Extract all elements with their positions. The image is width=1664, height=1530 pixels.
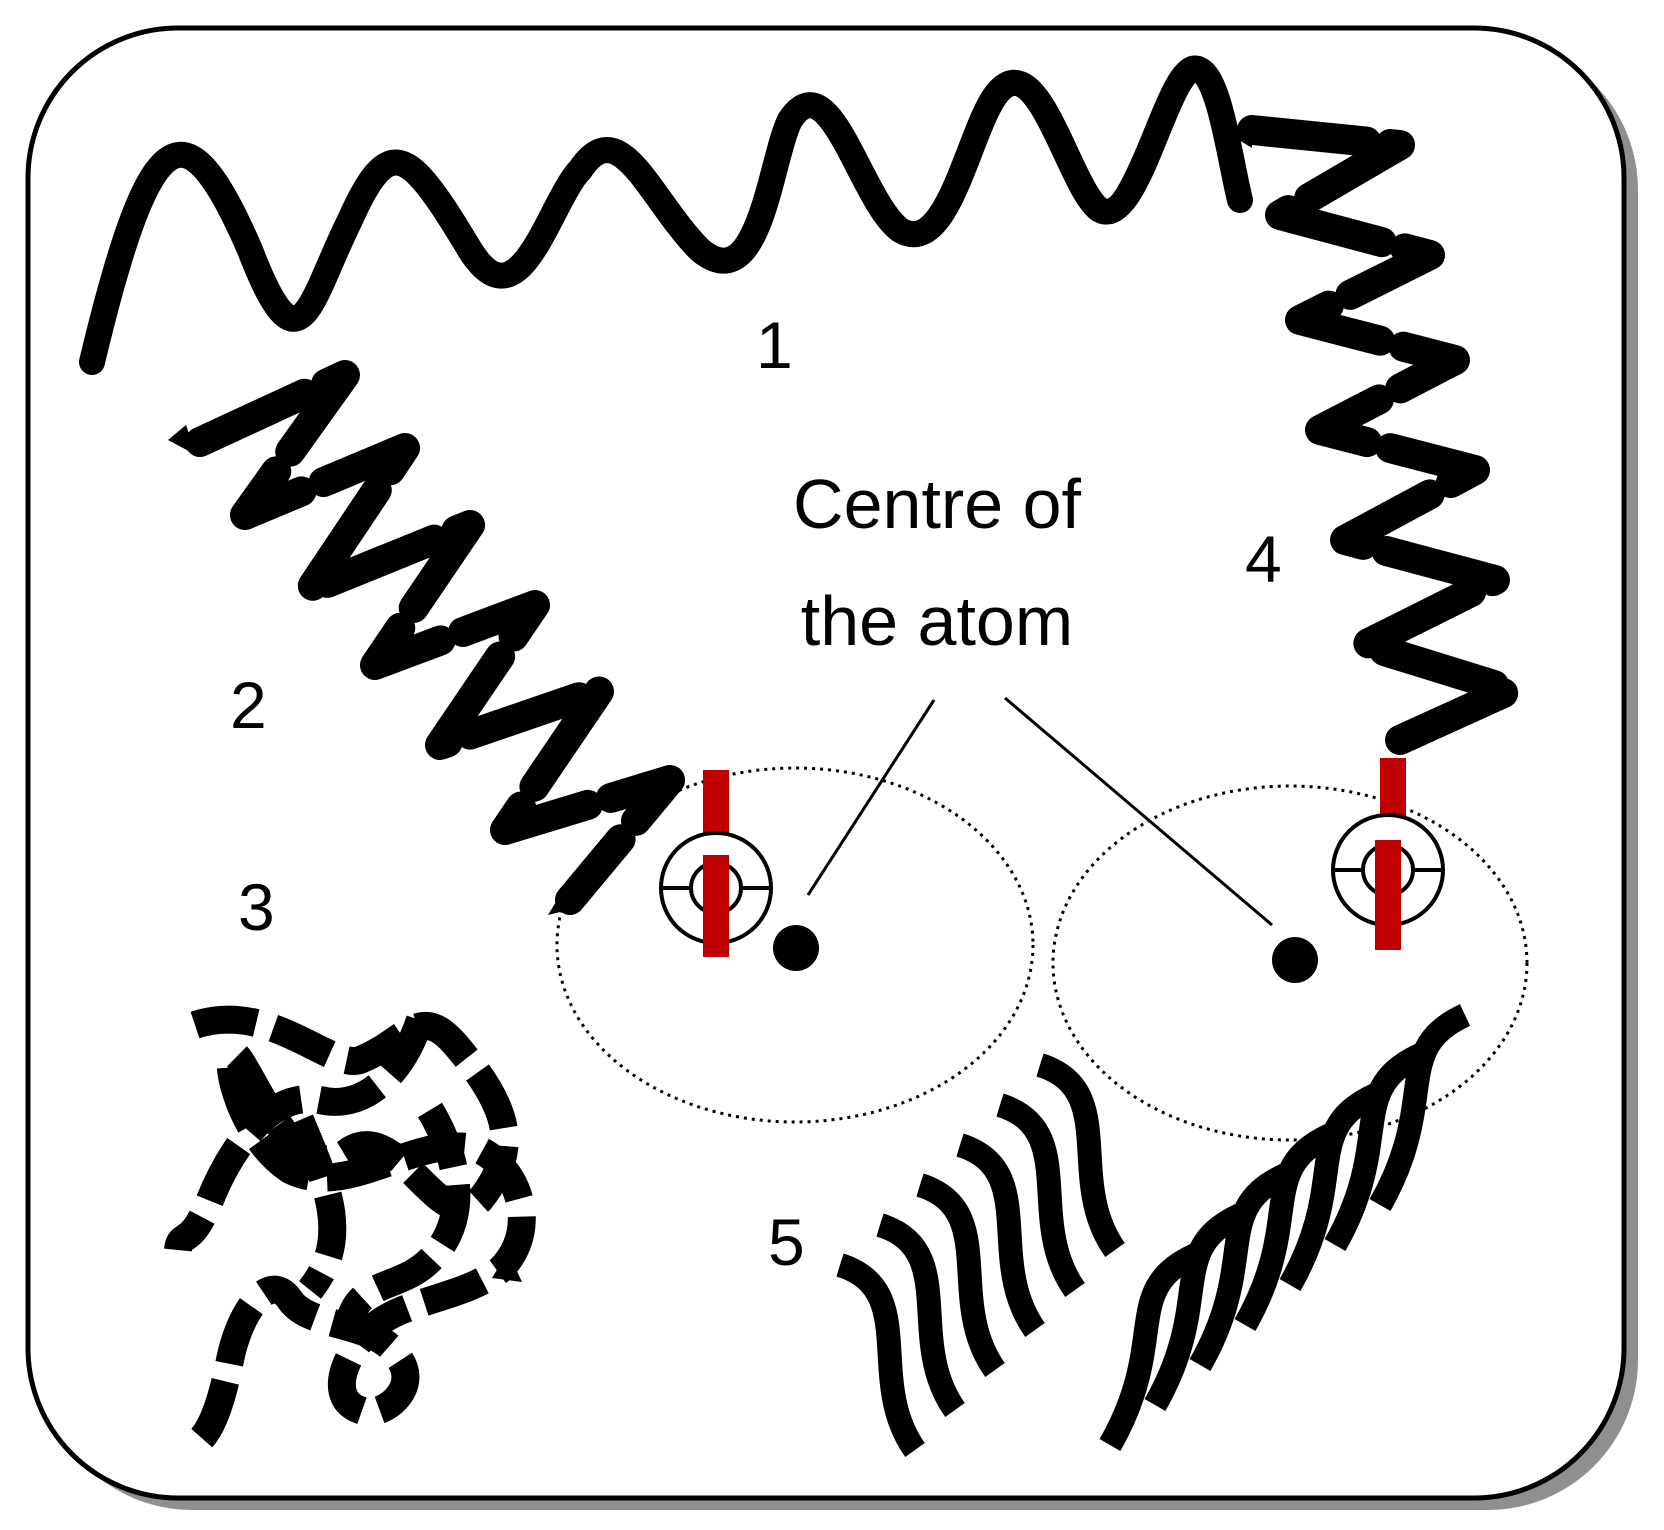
label-4: 4 [1245, 522, 1282, 596]
wave-strand-1 [79, 55, 1253, 375]
pointer-line-left [806, 699, 936, 896]
zigzag-strand-2 [185, 360, 685, 915]
pointer-line-right [1004, 696, 1273, 927]
tangled-strand-3 [164, 1005, 536, 1450]
curved-strands-5-left [835, 1053, 1126, 1457]
label-1: 1 [756, 308, 793, 382]
anchor-symbol-left [659, 770, 773, 957]
label-5: 5 [768, 1205, 805, 1279]
label-3: 3 [238, 870, 275, 944]
zigzag-2-arrow [168, 425, 196, 455]
anchor-symbol-right [1331, 758, 1445, 950]
zigzag-2-end-arrow [548, 882, 584, 915]
atom-centre-left [773, 925, 819, 971]
zigzag-strand-4 [1237, 115, 1525, 755]
label-2: 2 [230, 668, 267, 742]
caption-line-1: Centre of [793, 465, 1081, 543]
curved-strands-5-right [1099, 1004, 1471, 1451]
zigzag-4-arrow [1226, 118, 1252, 148]
atom-centre-right [1272, 937, 1318, 983]
caption-line-2: the atom [801, 582, 1073, 660]
atom-outline-right [1051, 784, 1529, 1142]
atom-outline-left [555, 766, 1035, 1124]
tangled-3-arrow [492, 1252, 522, 1282]
